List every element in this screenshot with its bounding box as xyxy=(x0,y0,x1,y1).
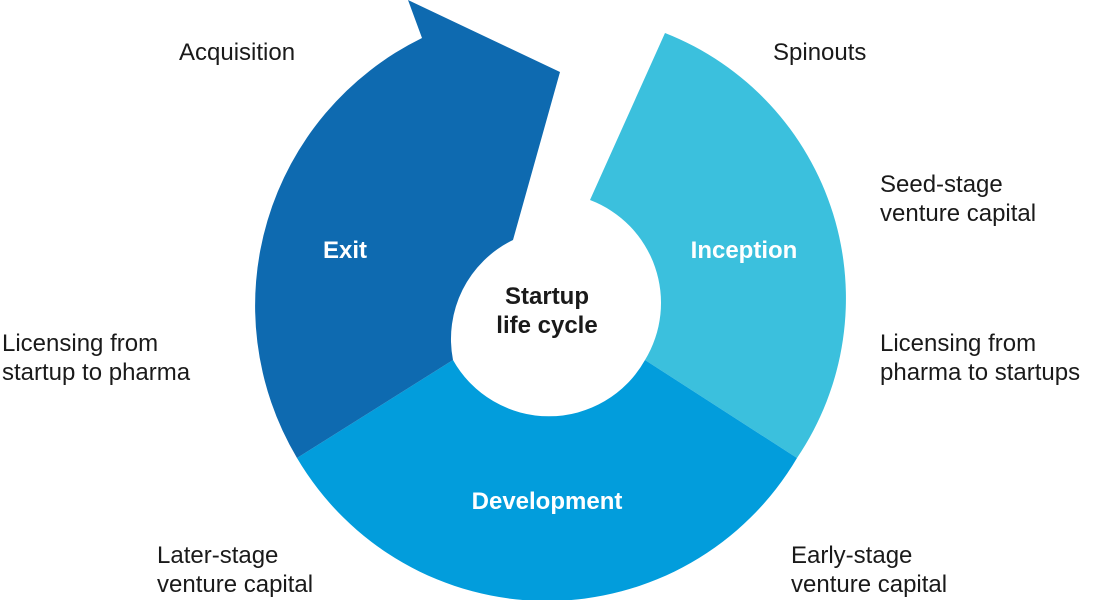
licensing-startup-line1: Licensing from xyxy=(2,330,159,357)
licensing-startup-line2: startup to pharma xyxy=(2,359,191,386)
inception-segment xyxy=(590,33,846,458)
development-segment xyxy=(297,360,797,600)
licensing-pharma-line1: Licensing from xyxy=(880,330,1037,357)
exit-segment xyxy=(255,0,560,458)
seed-stage-line2: venture capital xyxy=(880,200,1037,227)
center-title-line2: life cycle xyxy=(496,312,597,339)
center-title-line1: Startup xyxy=(505,283,589,310)
annotation-licensing-startup-to-pharma: Licensing from startup to pharma xyxy=(2,329,190,387)
inception-label: Inception xyxy=(691,237,798,264)
licensing-pharma-line2: pharma to startups xyxy=(880,359,1081,386)
annotation-acquisition: Acquisition xyxy=(179,38,295,67)
early-stage-line2: venture capital xyxy=(791,571,948,598)
later-stage-line1: Later-stage xyxy=(157,542,279,569)
early-stage-line1: Early-stage xyxy=(791,542,913,569)
annotation-spinouts: Spinouts xyxy=(773,38,866,67)
spinouts-text: Spinouts xyxy=(773,39,867,66)
seed-stage-line1: Seed-stage xyxy=(880,171,1003,198)
annotation-later-stage: Later-stage venture capital xyxy=(157,541,313,599)
annotation-seed-stage: Seed-stage venture capital xyxy=(880,170,1036,228)
exit-label: Exit xyxy=(323,237,367,264)
annotation-early-stage: Early-stage venture capital xyxy=(791,541,947,599)
acquisition-text: Acquisition xyxy=(179,39,296,66)
development-label: Development xyxy=(472,488,623,515)
annotation-licensing-pharma-to-startups: Licensing from pharma to startups xyxy=(880,329,1080,387)
later-stage-line2: venture capital xyxy=(157,571,314,598)
